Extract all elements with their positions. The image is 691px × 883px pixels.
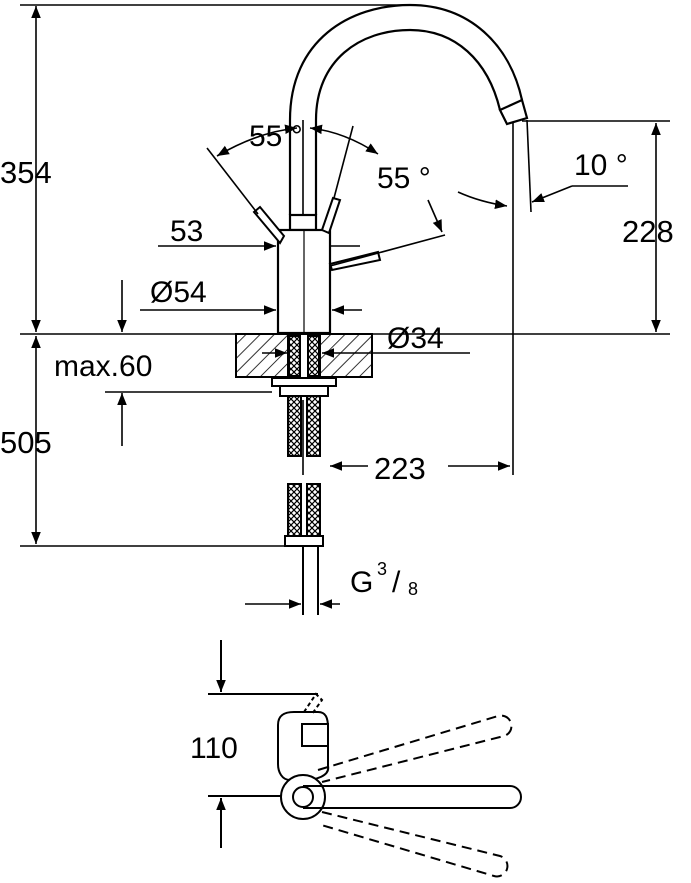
label-max-thickness: max.60: [54, 350, 152, 383]
label-height-total: 354: [0, 155, 52, 190]
label-thread-num: 3: [377, 559, 387, 579]
lever-handles: [252, 196, 382, 272]
label-angle-spout: 10 °: [574, 149, 628, 182]
label-lever-width: 53: [170, 215, 203, 248]
label-below-counter: 505: [0, 425, 52, 460]
dimension-lines: [20, 4, 670, 609]
label-thread-g: G: [350, 566, 373, 599]
mounting-shank: [271, 333, 337, 397]
label-angle-back: 55 °: [249, 120, 303, 153]
label-spout-height: 228: [622, 214, 674, 249]
label-thread-slash: /: [392, 566, 401, 599]
top-view: [208, 640, 522, 878]
supply-hoses: [284, 395, 324, 615]
label-base-diameter: Ø54: [150, 276, 207, 309]
label-angle-front: 55 °: [377, 162, 431, 195]
faucet-body: [276, 213, 332, 335]
dimension-labels: 354 505 55 ° 55 ° 10 ° 228 53 Ø54 Ø34 ma…: [0, 120, 674, 765]
label-hole-diameter: Ø34: [387, 322, 444, 355]
label-thread-den: 8: [408, 579, 418, 599]
label-top-view-offset: 110: [190, 732, 238, 765]
label-projection: 223: [374, 451, 426, 486]
